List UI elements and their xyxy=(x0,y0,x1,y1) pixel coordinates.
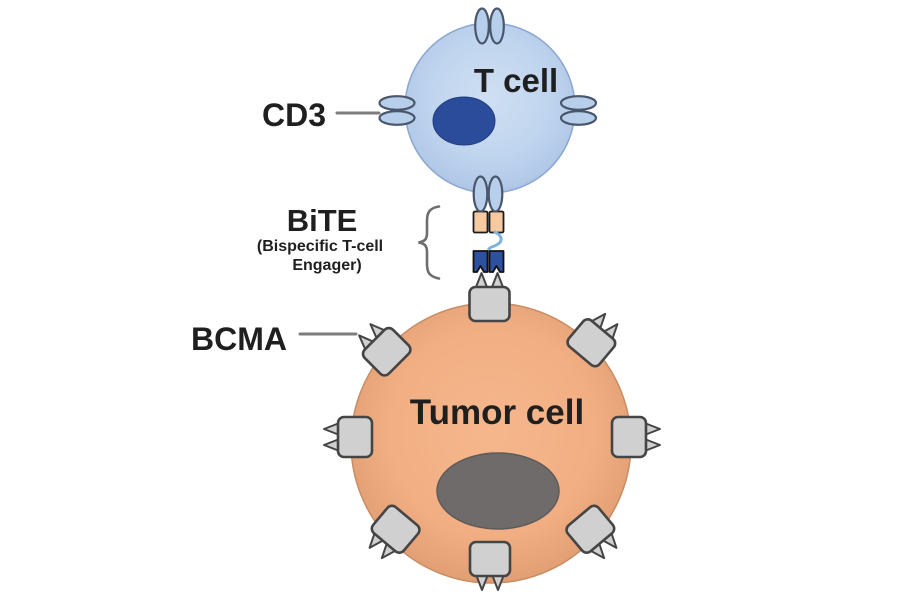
bite-linker xyxy=(487,230,503,254)
bite-anti-bcma-domain-right xyxy=(488,250,505,273)
bite-sublabel-line1: (Bispecific T-cell xyxy=(257,238,383,255)
bcma-receptor-right xyxy=(610,415,662,459)
bite-molecule-group xyxy=(472,175,505,273)
bcma-label: BCMA xyxy=(191,321,287,357)
tumor-cell-nucleus xyxy=(436,452,560,530)
bcma-callout: BCMA xyxy=(191,321,358,357)
bcma-receptor-top xyxy=(468,271,511,323)
bcma-receptor-left xyxy=(322,415,374,459)
tumor-cell-label: Tumor cell xyxy=(410,393,584,432)
tumor-cell-group: Tumor cell xyxy=(322,271,662,592)
bite-anti-cd3-domain-right xyxy=(488,210,505,234)
bite-callout: BiTE (Bispecific T-cell Engager) xyxy=(257,203,441,280)
bite-sublabel-line2: Engager) xyxy=(292,257,361,274)
t-cell-nucleus xyxy=(432,96,496,146)
cd3-label: CD3 xyxy=(262,97,326,133)
bite-anti-cd3-domain-left xyxy=(472,210,489,234)
bite-label: BiTE xyxy=(287,203,358,238)
bite-anti-bcma-domain-left xyxy=(472,250,489,273)
t-cell-group: T cell xyxy=(378,7,598,194)
bite-brace xyxy=(418,205,441,280)
t-cell-label: T cell xyxy=(474,62,558,99)
cd3-callout: CD3 xyxy=(262,97,381,133)
